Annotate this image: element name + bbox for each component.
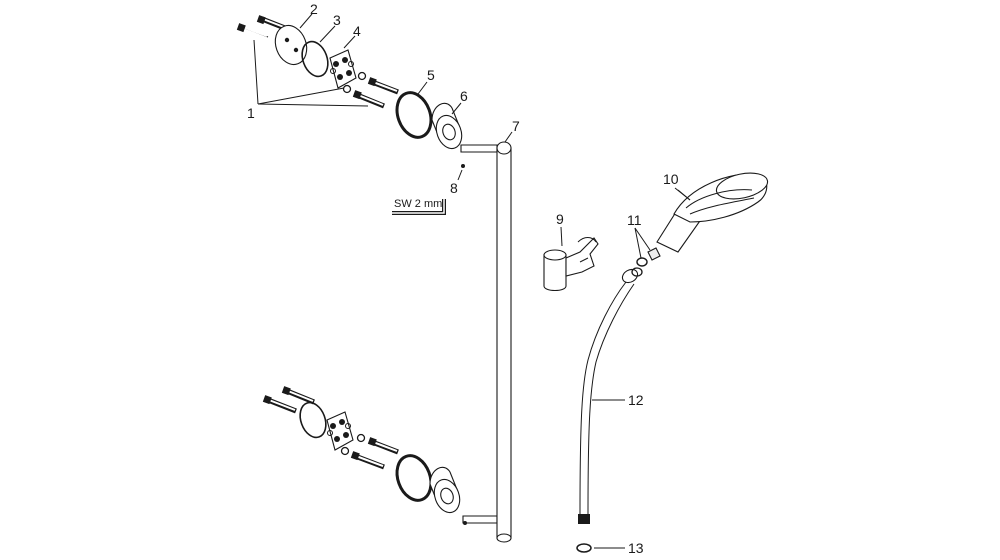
callout-11: 11 [627, 212, 642, 228]
tool-size-label: SW 2 mm [394, 198, 442, 210]
callout-5: 5 [427, 67, 435, 83]
callout-13: 13 [628, 540, 644, 556]
hex-key-tool: SW 2 mm [392, 198, 446, 215]
rosette-bottom [429, 466, 461, 514]
bracket-screw-bottom-1 [367, 437, 399, 455]
bracket-screw-top-1 [367, 77, 399, 95]
wall-screw-top-1 [236, 23, 269, 38]
shower-rail-bar [460, 141, 512, 543]
washer-bottom-2 [340, 446, 350, 456]
rosette-top [431, 102, 463, 150]
bracket-screw-bottom-2 [350, 451, 385, 470]
callout-7: 7 [512, 118, 520, 134]
bottom-mount-assembly [262, 386, 467, 525]
shower-connector-parts [634, 227, 661, 267]
leader-lines-top [253, 13, 513, 181]
cover-plate-top [274, 24, 308, 66]
o-ring-top [395, 91, 433, 139]
top-mount-assembly [236, 15, 465, 168]
grub-screw-top [461, 164, 465, 168]
callout-8: 8 [450, 180, 458, 196]
shower-hose [578, 267, 643, 524]
bracket-screw-top-2 [352, 90, 385, 109]
callout-4: 4 [353, 23, 361, 39]
mounting-bracket-bottom [326, 411, 354, 451]
callout-2: 2 [310, 1, 318, 17]
callout-9: 9 [556, 211, 564, 227]
seal-ring-bottom [299, 401, 327, 439]
washer-bottom-1 [356, 433, 366, 443]
o-ring-bottom [395, 454, 433, 502]
seal-ring-top [301, 40, 329, 78]
hose-washer [576, 543, 592, 553]
callout-3: 3 [333, 12, 341, 28]
washer-top-1 [357, 71, 367, 81]
callout-6: 6 [460, 88, 468, 104]
shower-holder [543, 226, 599, 292]
hose-lower-nut [578, 514, 590, 524]
wall-screw-bottom-2 [281, 386, 315, 405]
wall-screw-bottom-1 [262, 395, 297, 414]
callout-1: 1 [247, 105, 255, 121]
grub-screw-bottom [463, 521, 467, 525]
washer-top-2 [342, 84, 352, 94]
callout-10: 10 [663, 171, 679, 187]
callout-12: 12 [628, 392, 644, 408]
hose-upper-nut [621, 268, 639, 284]
mounting-bracket-top [329, 49, 357, 89]
hand-shower [656, 172, 769, 253]
callout-labels: 1 2 3 4 5 6 7 8 9 10 11 12 13 [247, 1, 679, 556]
